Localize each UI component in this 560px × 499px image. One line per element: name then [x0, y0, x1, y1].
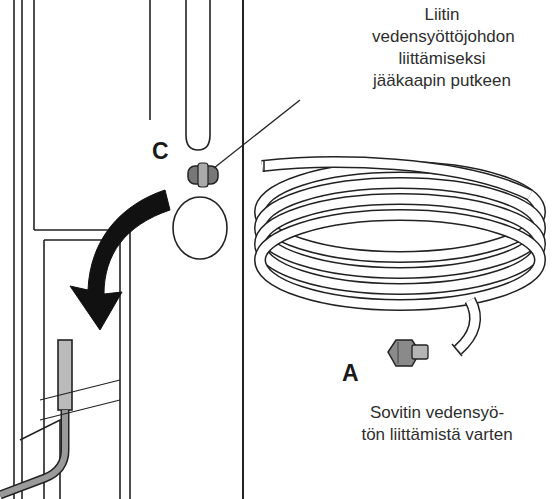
adapter-a [388, 340, 428, 366]
adapter-note: Sovitin vedensyö- tön liittämistä varten [360, 402, 514, 446]
connector-c [188, 163, 218, 187]
fridge-back-panel [0, 0, 243, 499]
water-tube-coil [260, 160, 540, 356]
connector-note: Liitin vedensyöttöjohdon liittämiseksi j… [372, 4, 512, 92]
callout-letter: C [152, 138, 169, 164]
callout-letter: A [342, 360, 359, 386]
direction-arrow [70, 190, 170, 330]
